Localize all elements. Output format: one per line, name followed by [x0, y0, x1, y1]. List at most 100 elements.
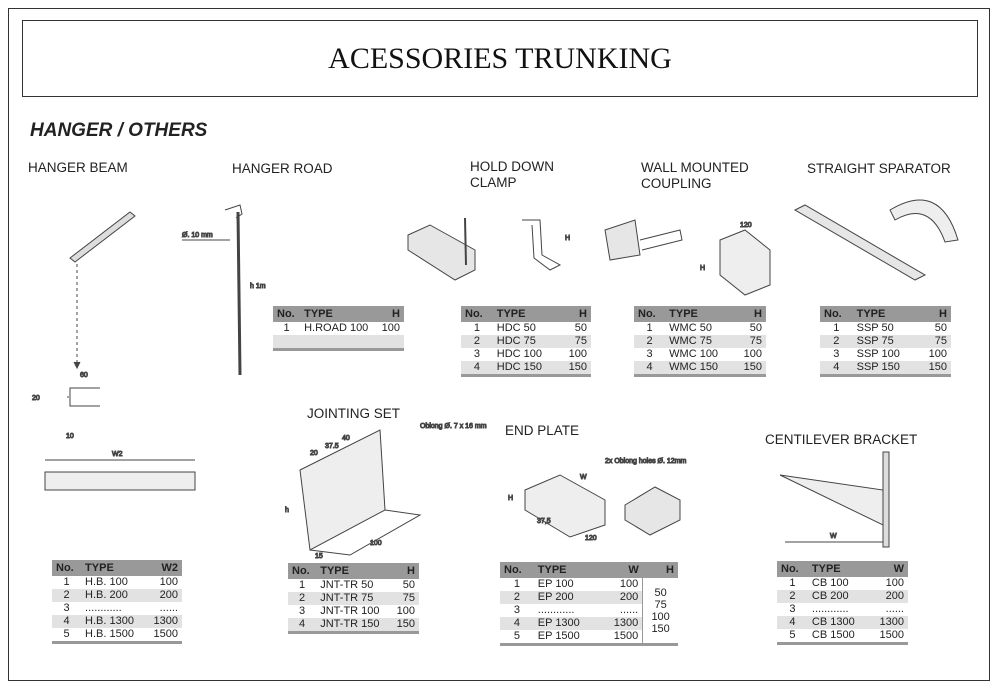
- svg-text:W: W: [580, 474, 587, 481]
- table-cell: 4: [634, 361, 666, 376]
- column-header: No.: [461, 306, 493, 322]
- column-header: No.: [273, 306, 301, 322]
- table-cell: WMC 150: [665, 361, 735, 376]
- title-box: ACESSORIES TRUNKING: [22, 20, 978, 97]
- table-cell: 4: [461, 361, 493, 376]
- column-header: TYPE: [81, 560, 146, 576]
- table-cell: 2: [500, 591, 534, 604]
- table-cell: 50: [934, 322, 947, 334]
- table-cell: 1: [283, 322, 290, 334]
- table-cell: 50: [574, 322, 587, 334]
- page-frame: [8, 8, 990, 681]
- column-header: H: [558, 306, 591, 322]
- table-cell: H.B. 100: [85, 576, 128, 588]
- svg-text:100: 100: [370, 540, 382, 547]
- table-cell: 100: [568, 348, 587, 360]
- table-cell: JNT-TR 100: [320, 605, 380, 617]
- svg-text:H: H: [508, 495, 513, 502]
- table-cell: 4: [820, 361, 853, 376]
- table-row: 3..................: [52, 602, 182, 615]
- centilever-bracket-drawing: W: [779, 451, 890, 548]
- table-cell: 100: [381, 322, 400, 334]
- table-cell: WMC 50: [669, 322, 712, 334]
- table-cell: 5: [513, 630, 520, 642]
- table-cell: 1: [299, 579, 306, 591]
- table-cell: CB 1500: [811, 629, 855, 641]
- column-header: H: [376, 306, 404, 322]
- table-cell: 3: [833, 348, 840, 360]
- table-cell: 150: [734, 361, 766, 376]
- h-value: 50: [654, 586, 667, 599]
- svg-text:h 1m: h 1m: [250, 283, 266, 290]
- table-cell: EP 200: [533, 591, 600, 604]
- table-cell: 3: [63, 602, 70, 614]
- column-header: W: [599, 562, 643, 578]
- hold-down-clamp-drawing: H: [407, 217, 571, 281]
- column-header: H: [390, 563, 419, 579]
- table-cell: 1300: [145, 615, 182, 628]
- table-cell: CB 100: [811, 577, 849, 589]
- svg-text:10: 10: [66, 433, 74, 440]
- table-cell: ......: [885, 603, 904, 615]
- svg-text:37.5: 37.5: [325, 443, 339, 450]
- table-cell: EP 1500: [537, 630, 580, 642]
- table-cell: 100: [743, 348, 762, 360]
- svg-text:37,5: 37,5: [537, 518, 551, 525]
- column-header: No.: [777, 561, 808, 577]
- label-hanger-road: HANGER ROAD: [232, 161, 333, 176]
- table-cell: 2: [777, 590, 808, 603]
- page-title: ACESSORIES TRUNKING: [328, 41, 672, 75]
- label-centilever-bracket: CENTILEVER BRACKET: [765, 432, 918, 447]
- table-cell: 1: [473, 322, 480, 334]
- label-wall-mounted-coupling: WALL MOUNTED COUPLING: [641, 160, 749, 191]
- table-cell: 3: [473, 348, 480, 360]
- svg-text:120: 120: [585, 535, 597, 542]
- table-cell: SSP 150: [852, 361, 918, 376]
- table-cell: 100: [159, 576, 178, 588]
- table-cell: H.B. 1300: [81, 615, 146, 628]
- svg-text:H: H: [565, 235, 570, 242]
- table-cell: 1300: [599, 617, 643, 630]
- column-header: H: [734, 306, 766, 322]
- svg-text:W2: W2: [112, 451, 123, 458]
- table-cell: 100: [885, 577, 904, 589]
- section-heading: HANGER / OTHERS: [30, 120, 208, 141]
- svg-text:Oblong Ø. 7 x 16 mm: Oblong Ø. 7 x 16 mm: [420, 423, 487, 430]
- table-cell: SSP 75: [852, 335, 918, 348]
- table-cell: HDC 150: [492, 361, 559, 376]
- table-row: 3..................: [777, 603, 908, 616]
- table-cell: 3: [646, 348, 653, 360]
- table-cell: 50: [749, 322, 762, 334]
- label-hanger-beam: HANGER BEAM: [28, 160, 128, 175]
- column-header: W2: [145, 560, 182, 576]
- table-row: 1 HDC 50 50: [461, 322, 591, 335]
- column-header: No.: [634, 306, 666, 322]
- table-cell: 3: [513, 604, 520, 616]
- column-header: No.: [52, 560, 82, 576]
- svg-text:20: 20: [32, 395, 40, 402]
- table-cell: H.ROAD 100: [304, 322, 369, 334]
- table-cell: 1: [513, 578, 520, 590]
- label-jointing-set: JOINTING SET: [307, 406, 401, 421]
- table-cell: 100: [396, 605, 415, 617]
- table-cell: 1500: [153, 628, 178, 640]
- table-cell: HDC 50: [496, 322, 536, 334]
- table-cell: ............: [85, 602, 122, 614]
